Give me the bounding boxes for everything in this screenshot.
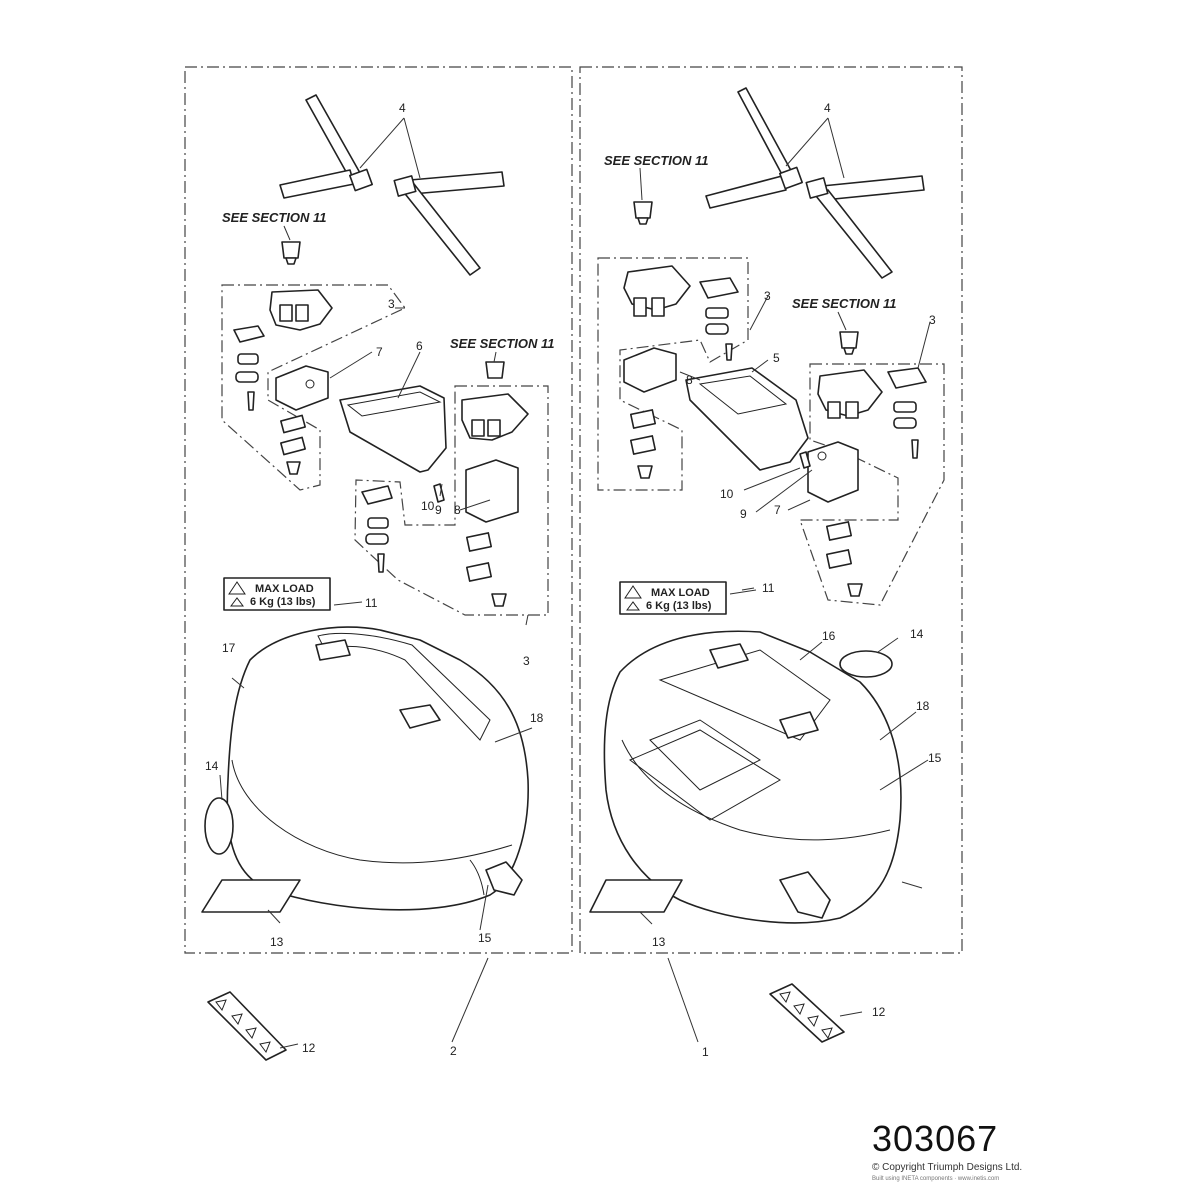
see-section-label-left-top: SEE SECTION 11	[222, 210, 327, 225]
see-section-label-left-middle: SEE SECTION 11	[450, 336, 555, 351]
callout-14-right: 14	[910, 627, 924, 641]
left-assembly-frame	[184, 66, 573, 954]
left-pannier-case	[226, 626, 529, 911]
left-bracket-7	[275, 365, 329, 411]
callout-3-right-middle: 3	[929, 313, 936, 327]
left-upper-latch-group	[221, 284, 406, 491]
see-section-label-right-top: SEE SECTION 11	[604, 153, 709, 168]
callout-4-left: 4	[399, 101, 406, 115]
right-assembly-frame	[579, 66, 963, 954]
callout-6-left: 6	[416, 339, 423, 353]
callout-11-left: 11	[365, 596, 378, 610]
left-reflector-14	[204, 797, 234, 855]
callout-17-left: 17	[222, 641, 236, 655]
callout-10-left: 10	[421, 499, 435, 513]
left-tray-6	[339, 385, 447, 473]
left-max-load-label: MAX LOAD 6 Kg (13 lbs)	[223, 577, 363, 611]
callout-3-left-top: 3	[388, 297, 395, 311]
callout-2: 2	[450, 1044, 457, 1058]
right-max-load-line1: MAX LOAD	[651, 587, 710, 599]
callout-7-right: 7	[774, 503, 781, 517]
right-pannier-case	[603, 630, 902, 924]
left-decal-13	[201, 879, 301, 913]
left-lower-latch-group	[354, 385, 549, 616]
callout-numbers: 4 3 7 6 10 9 8 11 3 17 18 14 13 15 2 12 …	[205, 101, 942, 1059]
right-lower-latch-group	[799, 363, 945, 606]
callout-1: 1	[702, 1045, 709, 1059]
callout-3-left-bottom: 3	[523, 654, 530, 668]
right-reflector-14	[839, 650, 893, 678]
right-max-load-label: MAX LOAD 6 Kg (13 lbs)	[619, 581, 757, 615]
callout-12-right: 12	[872, 1005, 886, 1019]
callout-11-right: 11	[762, 581, 775, 595]
right-decal-13	[589, 879, 683, 913]
see-section-label-right-middle: SEE SECTION 11	[792, 296, 897, 311]
callout-15-right: 15	[928, 751, 942, 765]
callout-16-right: 16	[822, 629, 836, 643]
left-warning-strip-12	[207, 991, 287, 1061]
callout-13-right: 13	[652, 935, 666, 949]
diagram-part-number: 303067	[872, 1118, 999, 1159]
built-with-note: Built using INETA components · www.ineti…	[872, 1176, 1000, 1182]
callout-9-left: 9	[435, 503, 442, 517]
callout-7-left: 7	[376, 345, 383, 359]
left-max-load-line2: 6 Kg (13 lbs)	[250, 596, 316, 608]
right-strap-set	[705, 87, 925, 279]
left-plug-right	[485, 361, 505, 379]
callout-5-right: 5	[773, 351, 780, 365]
right-tray-5	[685, 367, 809, 471]
right-plug-top	[633, 201, 653, 225]
right-plug-middle	[839, 331, 859, 355]
left-plug-top	[281, 241, 301, 265]
callout-10-right: 10	[720, 487, 734, 501]
callout-14-left: 14	[205, 759, 219, 773]
callout-18-right: 18	[916, 699, 930, 713]
right-upper-latch-group	[597, 257, 749, 491]
copyright-notice: © Copyright Triumph Designs Ltd.	[872, 1162, 1023, 1173]
callout-15-left: 15	[478, 931, 492, 945]
right-max-load-line2: 6 Kg (13 lbs)	[646, 600, 712, 612]
callout-9-right: 9	[740, 507, 747, 521]
callout-4-right: 4	[824, 101, 831, 115]
leader-lines	[219, 295, 931, 1049]
callout-8-left: 8	[454, 503, 461, 517]
callout-8-right: 8	[686, 373, 693, 387]
left-max-load-line1: MAX LOAD	[255, 583, 314, 595]
callout-3-right-top: 3	[764, 289, 771, 303]
callout-18-left: 18	[530, 711, 544, 725]
left-strap-set	[279, 94, 505, 276]
right-warning-strip-12	[769, 983, 845, 1043]
callout-13-left: 13	[270, 935, 284, 949]
callout-12-left: 12	[302, 1041, 316, 1055]
